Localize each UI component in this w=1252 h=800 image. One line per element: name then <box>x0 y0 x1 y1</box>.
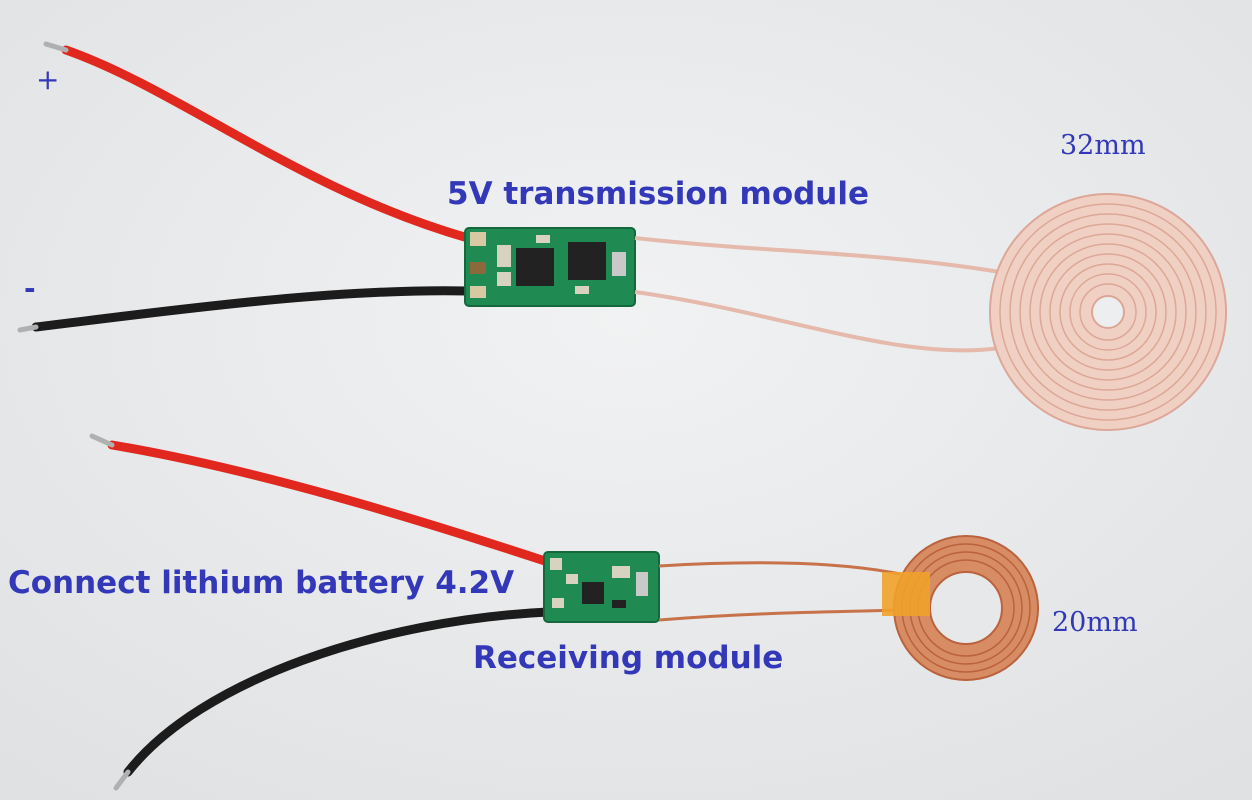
tx-pcb <box>464 227 636 307</box>
tx-red-wire <box>61 45 473 243</box>
tx-red-wire-tip <box>43 41 69 53</box>
tx-coil-diameter-label: 32mm <box>1060 130 1146 161</box>
receiving-module-label: Receiving module <box>473 640 784 676</box>
rx-red-wire <box>107 440 553 567</box>
rx-coil-diameter-label: 20mm <box>1052 607 1138 638</box>
transmitter-assembly <box>17 41 1227 431</box>
negative-sign-label: - <box>24 272 36 305</box>
rx-coil-lead-bottom <box>658 608 901 622</box>
tx-black-wire-tip <box>17 324 39 333</box>
transmission-module-label: 5V transmission module <box>447 176 870 212</box>
tx-black-wire <box>31 286 473 332</box>
positive-sign-label: + <box>36 63 60 96</box>
rx-coil-20mm <box>882 535 1039 681</box>
tx-coil-32mm <box>989 193 1227 431</box>
kapton-tape <box>882 572 930 616</box>
rx-black-wire-tip <box>113 769 131 791</box>
rx-pcb <box>543 551 660 623</box>
battery-note-label: Connect lithium battery 4.2V <box>8 565 515 601</box>
tx-coil-lead-bottom <box>634 290 1001 353</box>
rx-black-wire <box>123 607 553 777</box>
rx-coil-lead-top <box>658 561 901 576</box>
tx-coil-lead-top <box>634 236 1001 274</box>
rx-red-wire-tip <box>89 433 115 448</box>
receiver-assembly <box>89 433 1039 791</box>
